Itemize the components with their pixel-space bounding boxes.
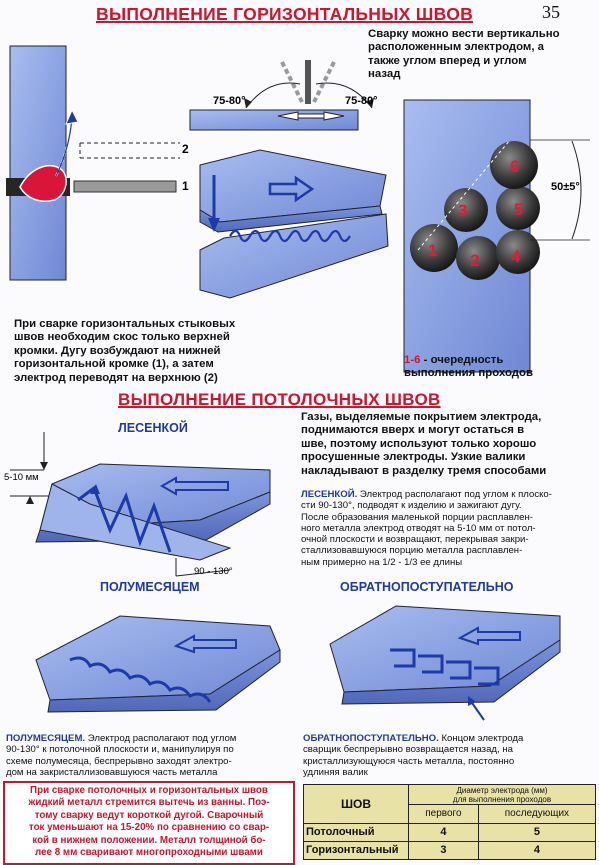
section-title-horizontal: ВЫПОЛНЕНИЕ ГОРИЗОНТАЛЬНЫХ ШВОВ: [96, 4, 474, 24]
crescent-desc: ПОЛУМЕСЯЦЕМ. Электрод располагают под уг…: [6, 733, 237, 778]
ladder-dimension: 5-10 мм: [4, 472, 39, 483]
pass-2: 2: [470, 251, 479, 270]
table-row: Потолочный 4 5: [303, 822, 597, 842]
backstep-desc: ОБРАТНОПОСТУПАТЕЛЬНО. Концом электрода с…: [303, 733, 524, 778]
electrode-angle-drawing: [189, 60, 374, 131]
col-first: первого: [408, 804, 479, 824]
ladder-desc: ЛЕСЕНКОЙ. Электрод располагают под углом…: [301, 489, 552, 568]
page-number: 35: [542, 2, 560, 22]
butt-joint-weave-drawing: [199, 149, 389, 299]
back-label: ОБРАТНОПОСТУПАТЕЛЬНО: [340, 580, 514, 594]
horizontal-seam-figures: 2 1 75-80° 75-80°: [6, 45, 590, 373]
vertical-plate-drawing: [6, 45, 180, 281]
overhead-intro: Газы, выделяемые покрытием электрода,под…: [301, 411, 547, 477]
crescent-label: ПОЛУМЕСЯЦЕМ: [100, 580, 200, 594]
section-angle: 50±5°: [551, 181, 580, 193]
ladder-angle: 90 - 130°: [194, 566, 233, 577]
backstep-drawing: [329, 605, 561, 721]
warning-box: При сварке потолочных и горизонтальных ш…: [3, 781, 295, 865]
pass-3: 3: [458, 201, 467, 220]
multi-pass-section-drawing: [403, 99, 590, 373]
crescent-drawing: [35, 615, 281, 713]
pass-1: 1: [428, 241, 437, 260]
callout-1: 1: [182, 179, 189, 193]
overhead-seam-figures: 5-10 мм 90 - 130°: [4, 432, 561, 721]
pass-4: 4: [511, 247, 521, 266]
ladder-label: ЛЕСЕНКОЙ: [118, 421, 188, 435]
section-title-overhead: ВЫПОЛНЕНИЕ ПОТОЛОЧНЫХ ШВОВ: [118, 390, 441, 409]
table-row: Горизонтальный 3 4: [303, 840, 597, 861]
callout-2: 2: [182, 142, 189, 156]
pass-order-note: 1-6 - очередность выполнения проходов: [404, 354, 533, 380]
col-seam: ШОВ: [303, 784, 409, 824]
electrode-diameter-table: ШОВ Диаметр электрода (мм)для выполнения…: [303, 783, 597, 861]
pass-6: 6: [510, 157, 519, 176]
ladder-drawing: [10, 432, 271, 577]
col-diameter: Диаметр электрода (мм)для выполнения про…: [408, 783, 596, 806]
angle-right: 75-80°: [345, 95, 378, 107]
pass-5: 5: [514, 200, 523, 219]
angle-left: 75-80°: [213, 95, 246, 107]
col-next: последующих: [477, 804, 597, 824]
